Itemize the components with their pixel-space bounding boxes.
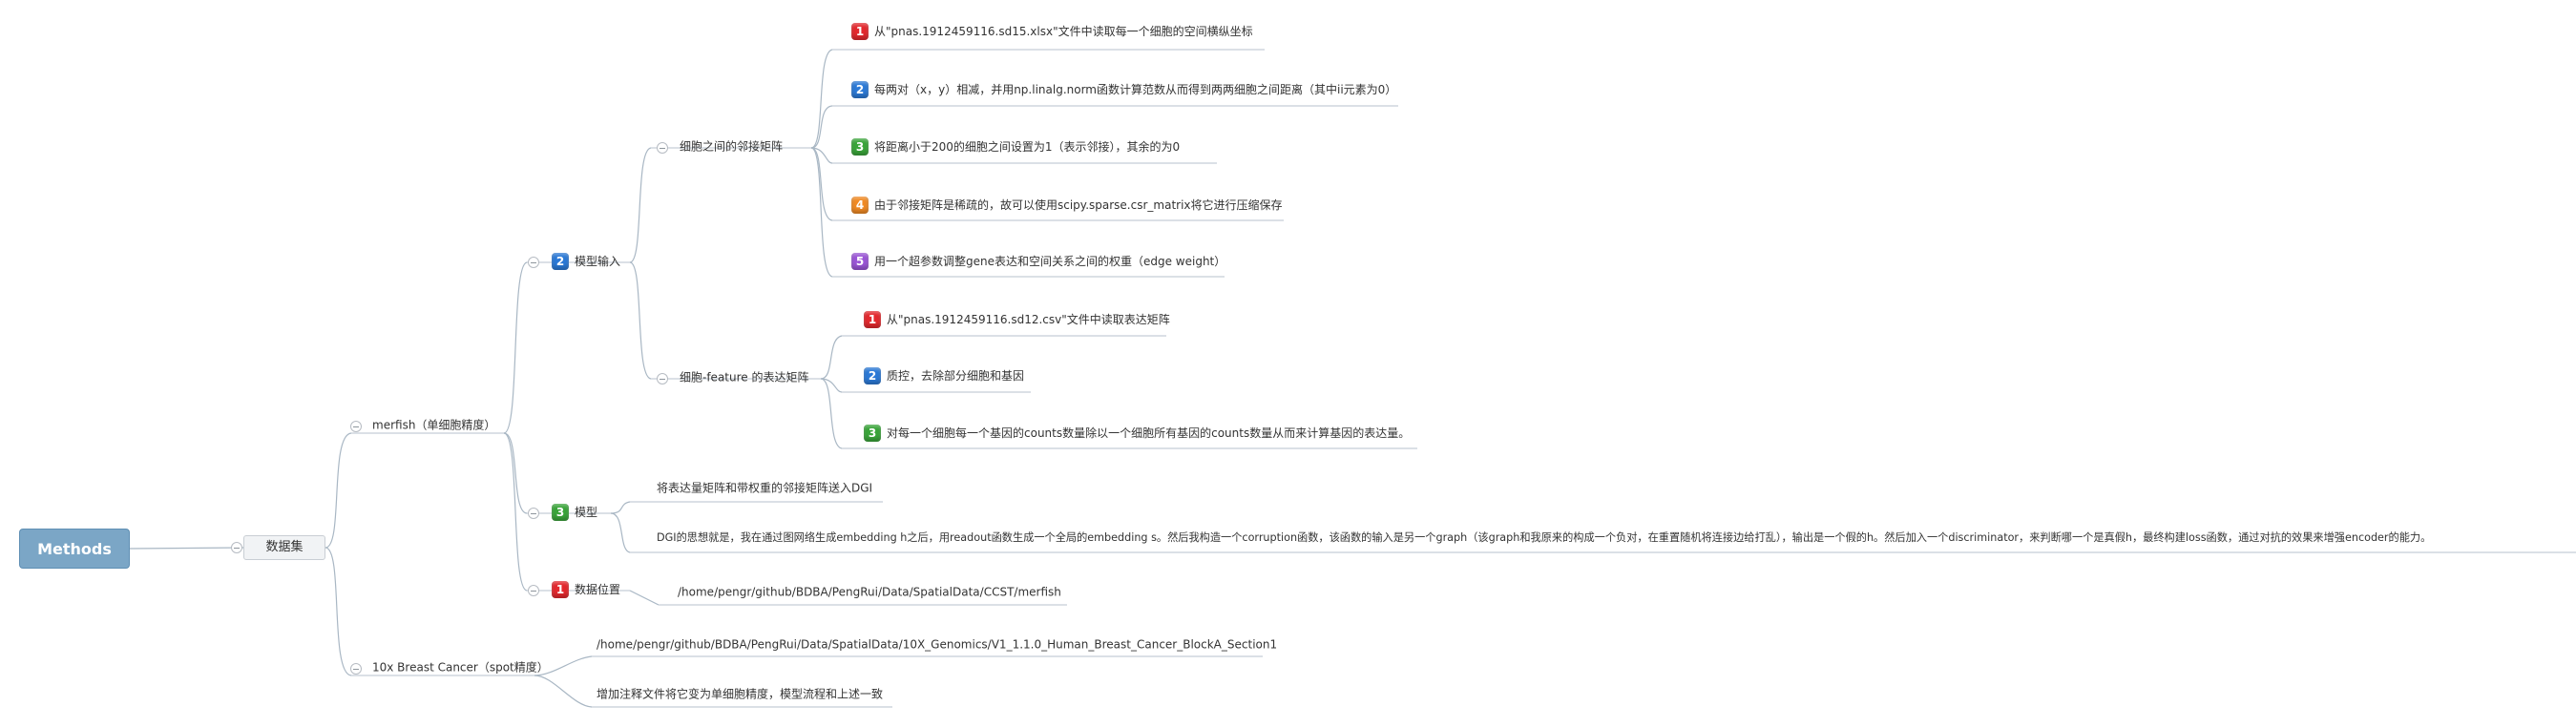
node-label: 质控，去除部分细胞和基因 (887, 369, 1025, 383)
node-label: 从"pnas.1912459116.sd12.csv"文件中读取表达矩阵 (887, 313, 1170, 326)
node-model[interactable]: 3 模型 (552, 504, 597, 521)
collapse-toggle[interactable] (350, 663, 362, 675)
data-location-path[interactable]: /home/pengr/github/BDBA/PengRui/Data/Spa… (678, 584, 1061, 600)
node-breast-cancer[interactable]: 10x Breast Cancer（spot精度） (372, 659, 549, 675)
priority-badge: 1 (851, 23, 869, 40)
priority-badge: 2 (864, 367, 881, 384)
breast-item-note[interactable]: 增加注释文件将它变为单细胞精度，模型流程和上述一致 (597, 686, 883, 702)
feature-item-1[interactable]: 1 从"pnas.1912459116.sd12.csv"文件中读取表达矩阵 (864, 311, 1170, 328)
node-label: merfish（单细胞精度） (372, 418, 496, 432)
feature-item-3[interactable]: 3 对每一个细胞每一个基因的counts数量除以一个细胞所有基因的counts数量… (864, 425, 1410, 442)
priority-badge: 1 (864, 311, 881, 328)
node-label: 用一个超参数调整gene表达和空间关系之间的权重（edge weight） (874, 255, 1226, 268)
priority-badge: 3 (864, 425, 881, 442)
node-model-input[interactable]: 2 模型输入 (552, 253, 620, 270)
adjacency-item-1[interactable]: 1 从"pnas.1912459116.sd15.xlsx"文件中读取每一个细胞的… (851, 23, 1253, 40)
node-label: 由于邻接矩阵是稀疏的，故可以使用scipy.sparse.csr_matrix将… (874, 198, 1283, 212)
node-label: 10x Breast Cancer（spot精度） (372, 660, 549, 675)
collapse-toggle[interactable] (528, 508, 539, 519)
node-label: /home/pengr/github/BDBA/PengRui/Data/Spa… (678, 585, 1061, 599)
model-item-1[interactable]: 将表达量矩阵和带权重的邻接矩阵送入DGI (657, 480, 872, 496)
collapse-toggle[interactable] (657, 142, 668, 154)
root-node[interactable]: Methods (19, 529, 130, 569)
priority-badge: 2 (851, 81, 869, 98)
node-adjacency-matrix[interactable]: 细胞之间的邻接矩阵 (680, 138, 783, 155)
node-label: 每两对（x，y）相减，并用np.linalg.norm函数计算范数从而得到两两细… (874, 83, 1397, 96)
node-label: 增加注释文件将它变为单细胞精度，模型流程和上述一致 (597, 687, 884, 701)
priority-badge: 5 (851, 253, 869, 270)
priority-badge: 1 (552, 581, 569, 598)
collapse-toggle[interactable] (231, 542, 242, 553)
adjacency-item-5[interactable]: 5 用一个超参数调整gene表达和空间关系之间的权重（edge weight） (851, 253, 1225, 270)
adjacency-item-2[interactable]: 2 每两对（x，y）相减，并用np.linalg.norm函数计算范数从而得到两两… (851, 81, 1396, 98)
node-label: 对每一个细胞每一个基因的counts数量除以一个细胞所有基因的counts数量从… (887, 426, 1411, 440)
node-label: /home/pengr/github/BDBA/PengRui/Data/Spa… (597, 637, 1278, 652)
node-label: 数据位置 (575, 583, 621, 596)
node-data-location[interactable]: 1 数据位置 (552, 581, 620, 598)
adjacency-item-3[interactable]: 3 将距离小于200的细胞之间设置为1（表示邻接），其余的为0 (851, 138, 1180, 156)
node-label: 模型输入 (575, 255, 621, 268)
breast-item-path[interactable]: /home/pengr/github/BDBA/PengRui/Data/Spa… (597, 636, 1277, 653)
collapse-toggle[interactable] (528, 257, 539, 268)
node-label: 从"pnas.1912459116.sd15.xlsx"文件中读取每一个细胞的空… (874, 25, 1253, 38)
adjacency-item-4[interactable]: 4 由于邻接矩阵是稀疏的，故可以使用scipy.sparse.csr_matrix… (851, 197, 1283, 214)
node-feature-matrix[interactable]: 细胞-feature 的表达矩阵 (680, 369, 808, 385)
feature-item-2[interactable]: 2 质控，去除部分细胞和基因 (864, 367, 1024, 384)
priority-badge: 2 (552, 253, 569, 270)
collapse-toggle[interactable] (350, 421, 362, 432)
collapse-toggle[interactable] (528, 585, 539, 596)
node-label: 将距离小于200的细胞之间设置为1（表示邻接），其余的为0 (874, 140, 1181, 154)
collapse-toggle[interactable] (657, 373, 668, 384)
node-label: 细胞-feature 的表达矩阵 (680, 370, 809, 384)
priority-badge: 4 (851, 197, 869, 214)
node-label: 细胞之间的邻接矩阵 (680, 139, 784, 154)
node-label: 模型 (575, 506, 598, 519)
model-item-2[interactable]: DGI的思想就是，我在通过图网络生成embedding h之后，用readout… (657, 530, 2431, 546)
priority-badge: 3 (552, 504, 569, 521)
node-label: DGI的思想就是，我在通过图网络生成embedding h之后，用readout… (657, 531, 2432, 544)
level1-node-dataset[interactable]: 数据集 (243, 535, 325, 560)
node-label: 将表达量矩阵和带权重的邻接矩阵送入DGI (657, 481, 873, 495)
node-merfish[interactable]: merfish（单细胞精度） (372, 417, 495, 433)
priority-badge: 3 (851, 138, 869, 156)
